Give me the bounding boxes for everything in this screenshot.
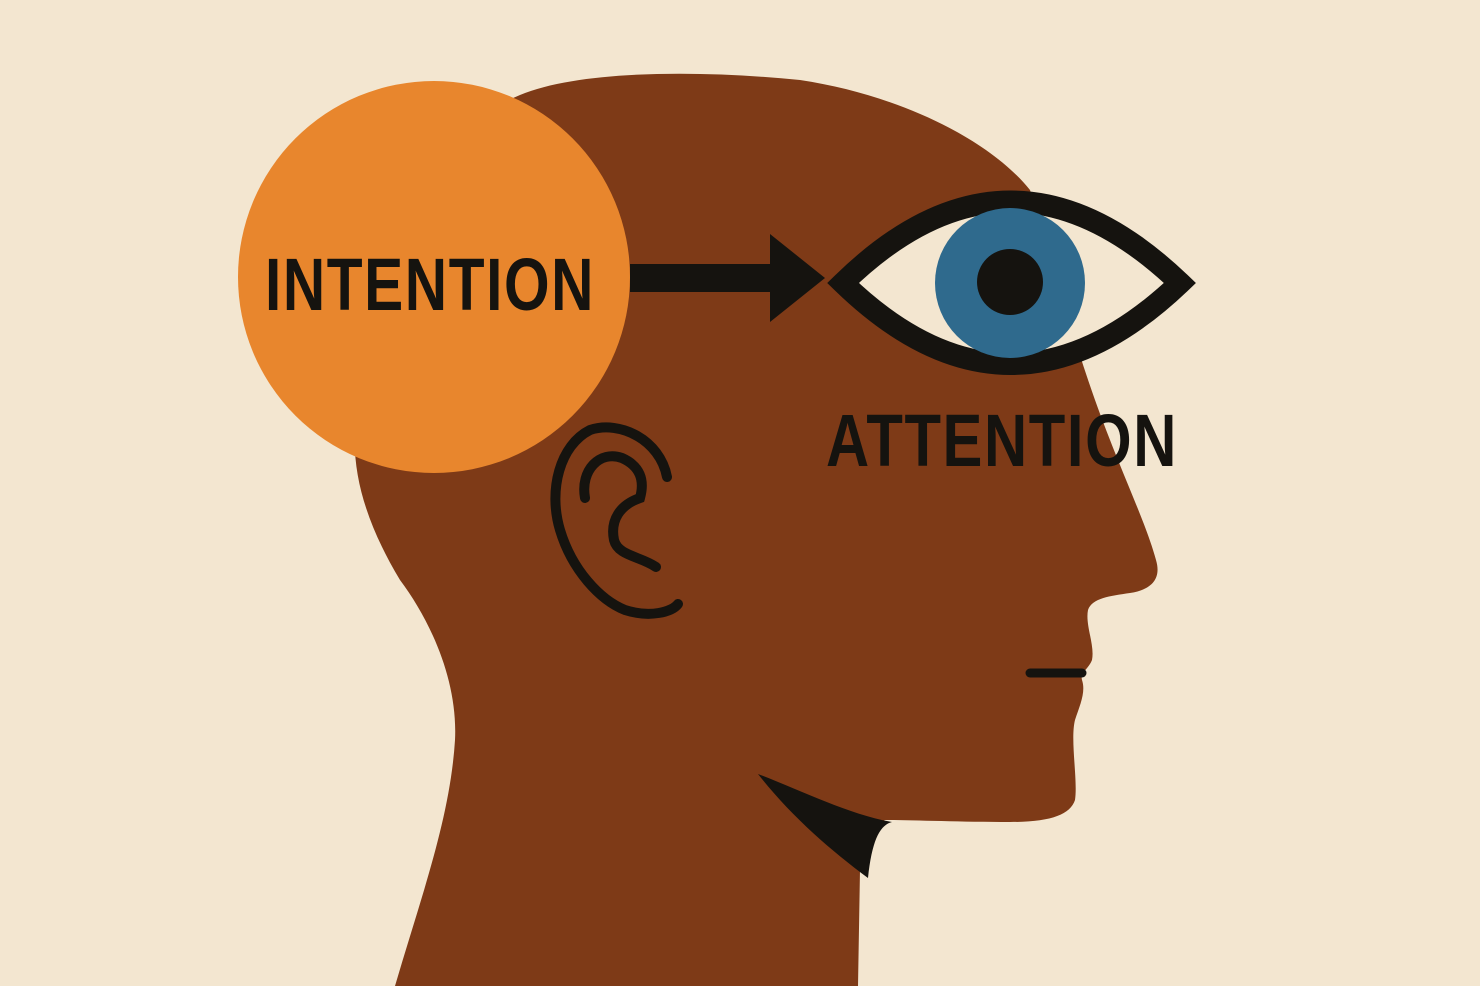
arrow-right-icon xyxy=(630,234,825,322)
pupil xyxy=(977,249,1043,315)
ear-icon xyxy=(550,422,683,619)
intention-circle xyxy=(238,81,630,473)
jaw-shadow xyxy=(758,774,892,878)
attention-label: ATTENTION xyxy=(826,399,1178,482)
eye-icon xyxy=(827,190,1196,375)
intention-label: INTENTION xyxy=(265,243,595,326)
